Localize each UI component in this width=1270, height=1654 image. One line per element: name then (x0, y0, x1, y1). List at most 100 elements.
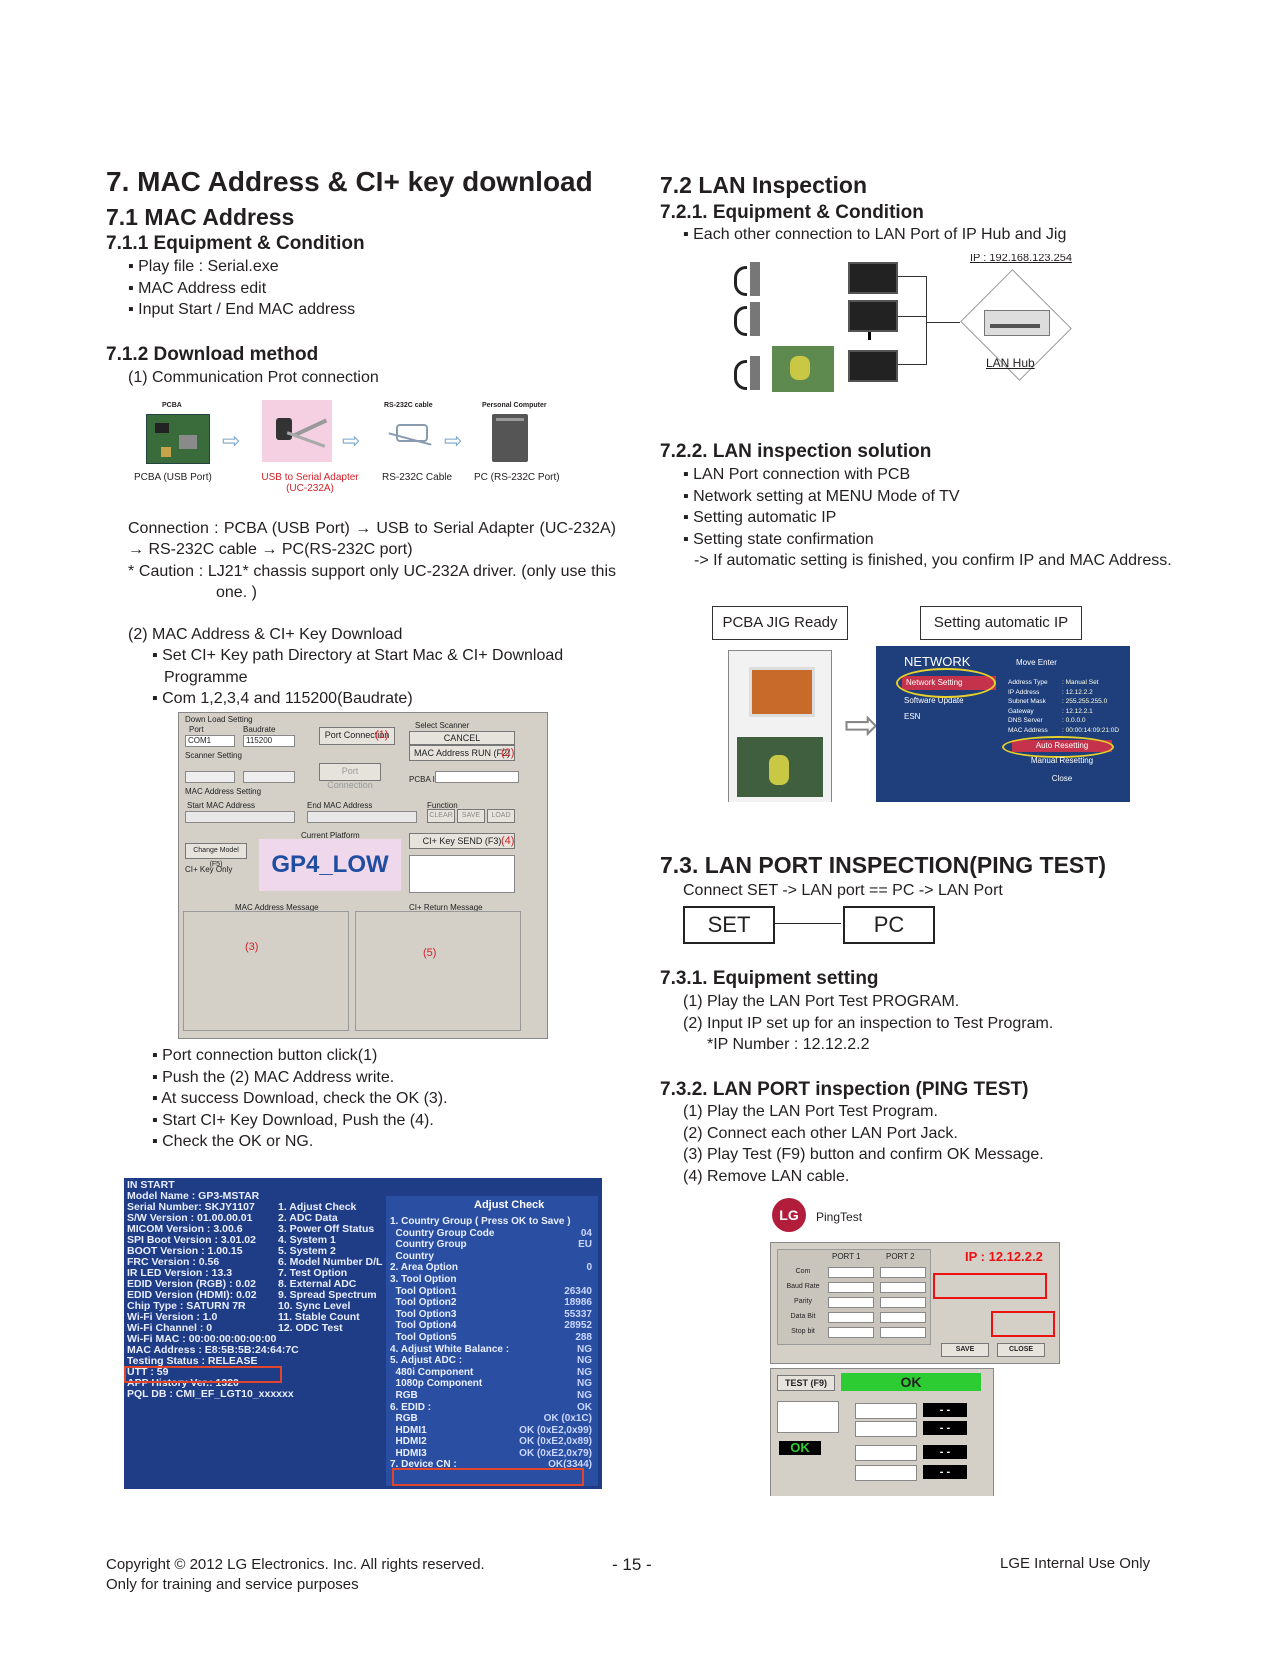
lan-confirm-note: -> If automatic setting is finished, you… (694, 552, 1172, 569)
pcba-id-input[interactable] (435, 771, 519, 783)
port-setting-select[interactable] (880, 1297, 926, 1308)
port-setting-select[interactable] (828, 1327, 874, 1338)
adjust-check-label: Country Group (390, 1239, 467, 1251)
clear-button[interactable]: CLEAR (427, 809, 455, 823)
tv-info-line: IR LED Version : 13.3 (127, 1267, 233, 1279)
rs232-top-label: RS-232C cable (384, 402, 433, 409)
pc-top-label: Personal Computer (482, 402, 547, 409)
ping-close-button[interactable]: CLOSE (997, 1343, 1045, 1357)
close-button[interactable]: Close (1051, 774, 1073, 783)
log-box (777, 1401, 839, 1433)
tv-info-line: Chip Type : SATURN 7R (127, 1300, 246, 1312)
tv-info-line: BOOT Version : 1.00.15 (127, 1245, 243, 1257)
set-box: SET (683, 906, 775, 944)
marker-3: (3) (245, 941, 259, 953)
list-item: ▪ Start CI+ Key Download, Push the (4). (152, 1111, 434, 1129)
arrow-icon: ⇨ (222, 428, 241, 453)
change-model-button[interactable]: Change Model (F5) (185, 843, 247, 868)
ping-test-list: (1) Play the LAN Port Test Program. (2) … (683, 1101, 1044, 1187)
start-mac-input[interactable] (185, 811, 295, 823)
port-select[interactable]: COM1 (185, 735, 235, 747)
list-item: ▪ Push the (2) MAC Address write. (152, 1068, 395, 1086)
download-program-screenshot: Down Load Setting Port Baudrate COM1 115… (178, 712, 548, 1039)
equipment-setting-list: (1) Play the LAN Port Test PROGRAM. (2) … (683, 991, 1053, 1056)
end-mac-input[interactable] (307, 811, 417, 823)
port-value: COM1 (188, 736, 212, 745)
list-item: ▪ Set CI+ Key path Directory at Start Ma… (152, 647, 564, 686)
adjust-check-row: 5. Adjust ADC :NG (390, 1355, 596, 1367)
ci-key-only-checkbox[interactable]: CI+ Key Only (185, 865, 233, 874)
section-7-3-2-heading: 7.3.2. LAN PORT inspection (PING TEST) (660, 1079, 1029, 1100)
port-setting-select[interactable] (828, 1312, 874, 1323)
tv-info-line: Model Name : GP3-MSTAR (127, 1190, 260, 1202)
jig-ready-label: PCBA JIG Ready (712, 606, 848, 640)
list-item: (2) Input IP set up for an inspection to… (683, 1014, 1054, 1032)
list-item: ▪ Input Start / End MAC address (128, 301, 356, 318)
baudrate-select[interactable]: 115200 (243, 735, 295, 747)
port-setting-select[interactable] (880, 1282, 926, 1293)
network-info-row: Address Type: Manual Set (1008, 678, 1128, 688)
result-field (855, 1445, 917, 1461)
pcb-photo (772, 346, 834, 392)
purpose-text: Only for training and service purposes (106, 1576, 359, 1593)
ci-key-send-button[interactable]: CI+ Key SEND (F3) (409, 833, 515, 849)
adjust-check-value: 288 (575, 1331, 592, 1343)
tv-monitor-image (848, 300, 898, 332)
adjust-check-value: OK(3344) (548, 1459, 592, 1471)
test-f9-button[interactable]: TEST (F9) (777, 1375, 835, 1391)
port-setting-select[interactable] (828, 1297, 874, 1308)
download-settings-list: ▪ Set CI+ Key path Directory at Start Ma… (152, 645, 616, 710)
copyright-text: Copyright © 2012 LG Electronics. Inc. Al… (106, 1556, 485, 1573)
adjust-check-label: 4. Adjust White Balance : (390, 1343, 510, 1355)
cancel-button[interactable]: CANCEL (409, 731, 515, 745)
lan-hub-image (960, 269, 1072, 381)
tv-info-line: Wi-Fi MAC : 00:00:00:00:00:00 (127, 1333, 277, 1345)
port-setting-select[interactable] (828, 1282, 874, 1293)
start-mac-label: Start MAC Address (187, 801, 256, 810)
dash-indicator: - - (923, 1445, 967, 1459)
adjust-check-label: 1. Country Group ( Press OK to Save ) (390, 1216, 571, 1227)
ping-save-button[interactable]: SAVE (941, 1343, 989, 1357)
scanner-connection-button[interactable]: Port Connection (319, 763, 381, 790)
network-info-value: : Manual Set (1062, 679, 1099, 686)
esn-item[interactable]: ESN (904, 712, 921, 721)
adjust-check-label: RGB (390, 1413, 418, 1425)
port-setting-select[interactable] (880, 1267, 926, 1278)
port-row: Baud Rate (780, 1279, 928, 1294)
port-connection-button[interactable]: Port Connection (319, 727, 395, 745)
test-result-window: TEST (F9) OK OK - - - - - - - - (770, 1368, 994, 1496)
manual-resetting-button[interactable]: Manual Resetting (1030, 756, 1094, 765)
sub-step-1: (1) Communication Prot connection (128, 369, 379, 386)
network-menu-screenshot: NETWORK Move Enter Network Setting Softw… (876, 646, 1130, 802)
load-button[interactable]: LOAD (487, 809, 515, 823)
save-button[interactable]: SAVE (457, 809, 485, 823)
adjust-check-label: 6. EDID : (390, 1401, 432, 1413)
lan-equipment-item: ▪ Each other connection to LAN Port of I… (683, 226, 1067, 243)
software-update-item[interactable]: Software Update (904, 696, 964, 705)
adjust-check-label: Tool Option5 (390, 1331, 457, 1343)
adjust-check-value: 26340 (564, 1285, 592, 1297)
pcba-caption: PCBA (USB Port) (134, 472, 212, 483)
list-item: ▪ Port connection button click(1) (152, 1047, 378, 1064)
adjust-check-label: Country Group Code (390, 1227, 495, 1239)
port-row-label: Stop bit (791, 1328, 815, 1335)
mac-message-box (183, 911, 349, 1031)
scanner-port-select[interactable] (185, 771, 235, 783)
port-row: Com (780, 1264, 928, 1279)
dash-indicator: - - (923, 1403, 967, 1417)
list-item: ▪ Play file : Serial.exe (128, 258, 279, 275)
lan-solution-list: ▪ LAN Port connection with PCB ▪ Network… (683, 464, 960, 550)
scanner-baud-select[interactable] (243, 771, 295, 783)
port-setting-select[interactable] (880, 1327, 926, 1338)
port-setting-select[interactable] (828, 1267, 874, 1278)
mac-address-run-button[interactable]: MAC Address RUN (F2) (409, 745, 515, 761)
port-setting-select[interactable] (880, 1312, 926, 1323)
pc-tower-image (492, 414, 528, 462)
select-scanner-checkbox[interactable]: Select Scanner (415, 721, 470, 730)
